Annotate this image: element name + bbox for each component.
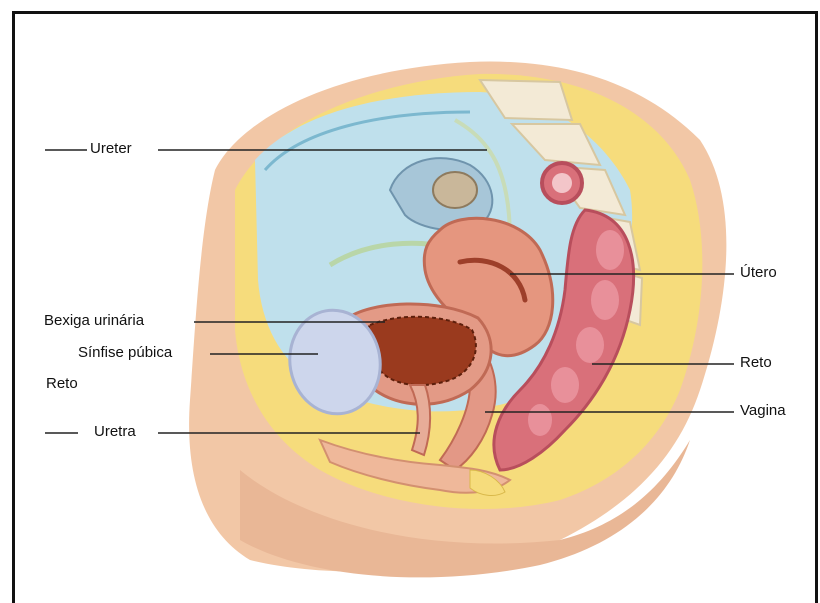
label-sinfise-pubica: Sínfise púbica	[78, 344, 172, 362]
label-bexiga-urinaria: Bexiga urinária	[44, 312, 144, 330]
label-ureter: Ureter	[90, 140, 132, 158]
label-reto-left: Reto	[46, 375, 78, 393]
label-utero: Útero	[740, 264, 777, 282]
label-reto-right: Reto	[740, 354, 772, 372]
label-uretra: Uretra	[94, 423, 136, 441]
label-vagina: Vagina	[740, 402, 786, 420]
